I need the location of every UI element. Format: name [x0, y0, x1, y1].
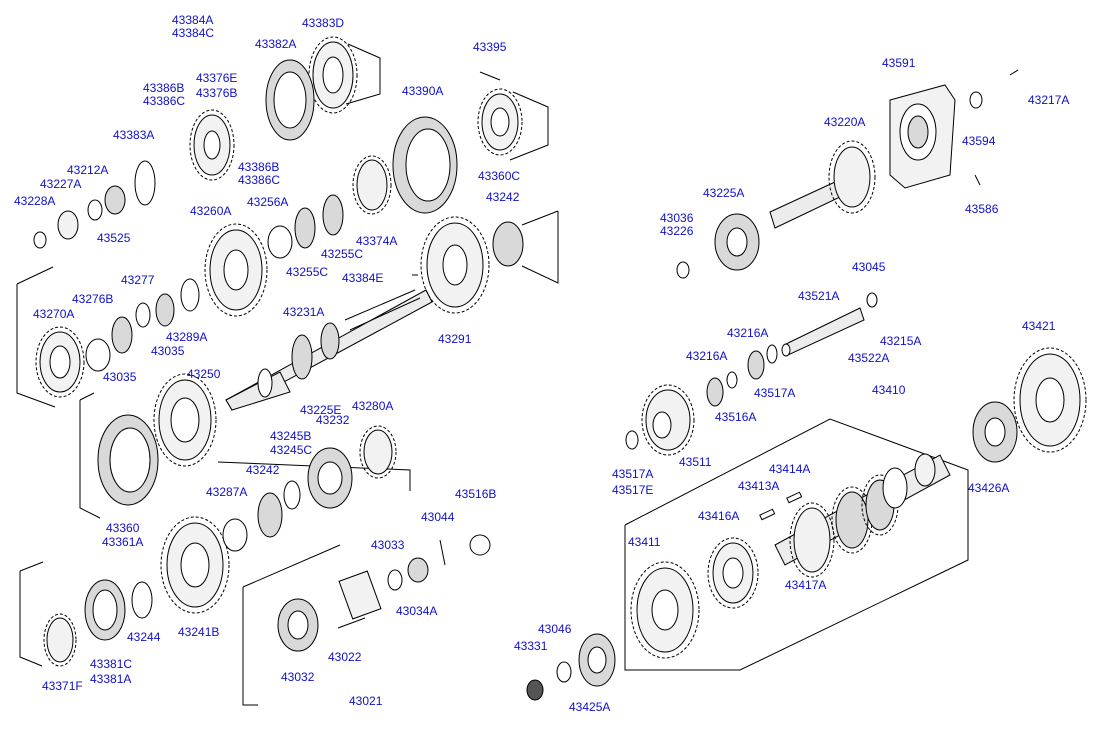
part-number-label: 43331 [514, 639, 548, 653]
part-number-label: 43594 [962, 134, 996, 148]
part-number-label: 43517A [612, 467, 653, 481]
part-number-label: 43033 [371, 538, 405, 552]
part-number-label: 43231A [283, 305, 324, 319]
main-shaft [225, 289, 433, 411]
part-number-label: 43517A [754, 386, 795, 400]
part-number-label: 43384C [172, 26, 214, 40]
part-number-label: 43383A [113, 128, 154, 142]
part-number-label: 43250 [187, 367, 221, 381]
part-number-label: 43376B [196, 86, 237, 100]
part-number-label: 43386B [238, 160, 279, 174]
part-number-label: 43215A [880, 334, 921, 348]
part-number-label: 43270A [33, 307, 74, 321]
part-number-label: 43381C [90, 657, 132, 671]
part-number-label: 43260A [190, 204, 231, 218]
part-number-label: 43511 [679, 455, 712, 469]
part-number-label: 43035 [151, 344, 185, 358]
part-number-label: 43386C [143, 94, 185, 108]
part-number-label: 43586 [965, 202, 999, 216]
part-number-label: 43521A [798, 289, 839, 303]
part-number-label: 43220A [824, 115, 865, 129]
part-number-label: 43384A [172, 13, 213, 27]
part-number-label: 43374A [356, 234, 397, 248]
part-number-label: 43411 [628, 535, 661, 549]
part-number-label: 43036 [660, 211, 694, 225]
gear-set [35, 36, 1087, 701]
part-number-label: 43360C [478, 169, 520, 183]
part-number-label: 43241B [178, 625, 219, 639]
part-number-label: 43522A [848, 351, 889, 365]
part-number-label: 43242 [486, 190, 520, 204]
part-number-label: 43517E [612, 483, 653, 497]
part-number-label: 43034A [396, 604, 437, 618]
part-number-label: 43044 [421, 510, 455, 524]
part-number-label: 43414A [769, 462, 810, 476]
part-number-label: 43242 [246, 463, 280, 477]
part-number-label: 43361A [102, 535, 143, 549]
part-number-label: 43421 [1022, 319, 1056, 333]
part-number-label: 43383D [302, 16, 344, 30]
part-number-label: 43525 [97, 231, 131, 245]
idler-shaft-43521A [781, 307, 865, 357]
part-number-label: 43280A [352, 399, 393, 413]
part-number-label: 43212A [67, 163, 108, 177]
part-number-label: 43255C [321, 247, 363, 261]
part-number-label: 43426A [968, 481, 1009, 495]
part-number-label: 43390A [402, 84, 443, 98]
part-number-label: 43245B [270, 429, 311, 443]
part-number-label: 43395 [473, 40, 507, 54]
part-number-label: 43386C [238, 173, 280, 187]
output-shaft-43220A [769, 140, 876, 229]
part-number-label: 43371F [42, 679, 83, 693]
part-number-label: 43516B [455, 487, 496, 501]
part-number-label: 43045 [852, 260, 886, 274]
part-number-label: 43386B [143, 81, 184, 95]
part-number-label: 43417A [785, 578, 826, 592]
small-parts [33, 69, 1019, 683]
part-number-label: 43516A [715, 410, 756, 424]
part-number-label: 43226 [660, 224, 694, 238]
part-number-label: 43291 [438, 332, 472, 346]
part-number-label: 43245C [270, 443, 312, 457]
part-number-label: 43227A [40, 177, 81, 191]
part-number-label: 43217A [1028, 93, 1069, 107]
part-number-label: 43277 [121, 273, 155, 287]
part-number-label: 43225A [703, 186, 744, 200]
part-number-label: 43216A [727, 326, 768, 340]
part-number-label: 43276B [72, 292, 113, 306]
group-brackets [16, 43, 969, 706]
part-number-label: 43032 [281, 670, 315, 684]
part-number-label: 43591 [882, 56, 916, 70]
part-number-label: 43382A [255, 37, 296, 51]
part-number-label: 43425A [569, 700, 610, 714]
part-number-label: 43022 [328, 650, 362, 664]
part-number-label: 43216A [686, 349, 727, 363]
part-number-label: 43232 [316, 413, 350, 427]
part-number-label: 43381A [90, 672, 131, 686]
part-number-label: 43287A [206, 485, 247, 499]
part-number-label: 43416A [698, 509, 739, 523]
part-number-label: 43413A [738, 479, 779, 493]
part-number-label: 43046 [538, 622, 572, 636]
part-number-label: 43360 [106, 521, 140, 535]
part-number-label: 43410 [872, 383, 906, 397]
part-number-label: 43384E [342, 271, 383, 285]
part-number-label: 43244 [127, 630, 161, 644]
housing-43591 [889, 84, 956, 189]
counter-shaft [774, 453, 951, 578]
part-number-label: 43035 [103, 370, 137, 384]
part-number-label: 43225E [300, 403, 341, 417]
part-number-label: 43228A [14, 194, 55, 208]
part-number-label: 43289A [166, 330, 207, 344]
part-number-label: 43376E [196, 71, 237, 85]
part-number-label: 43021 [349, 694, 383, 708]
part-number-label: 43255C [286, 265, 328, 279]
part-number-label: 43256A [247, 195, 288, 209]
